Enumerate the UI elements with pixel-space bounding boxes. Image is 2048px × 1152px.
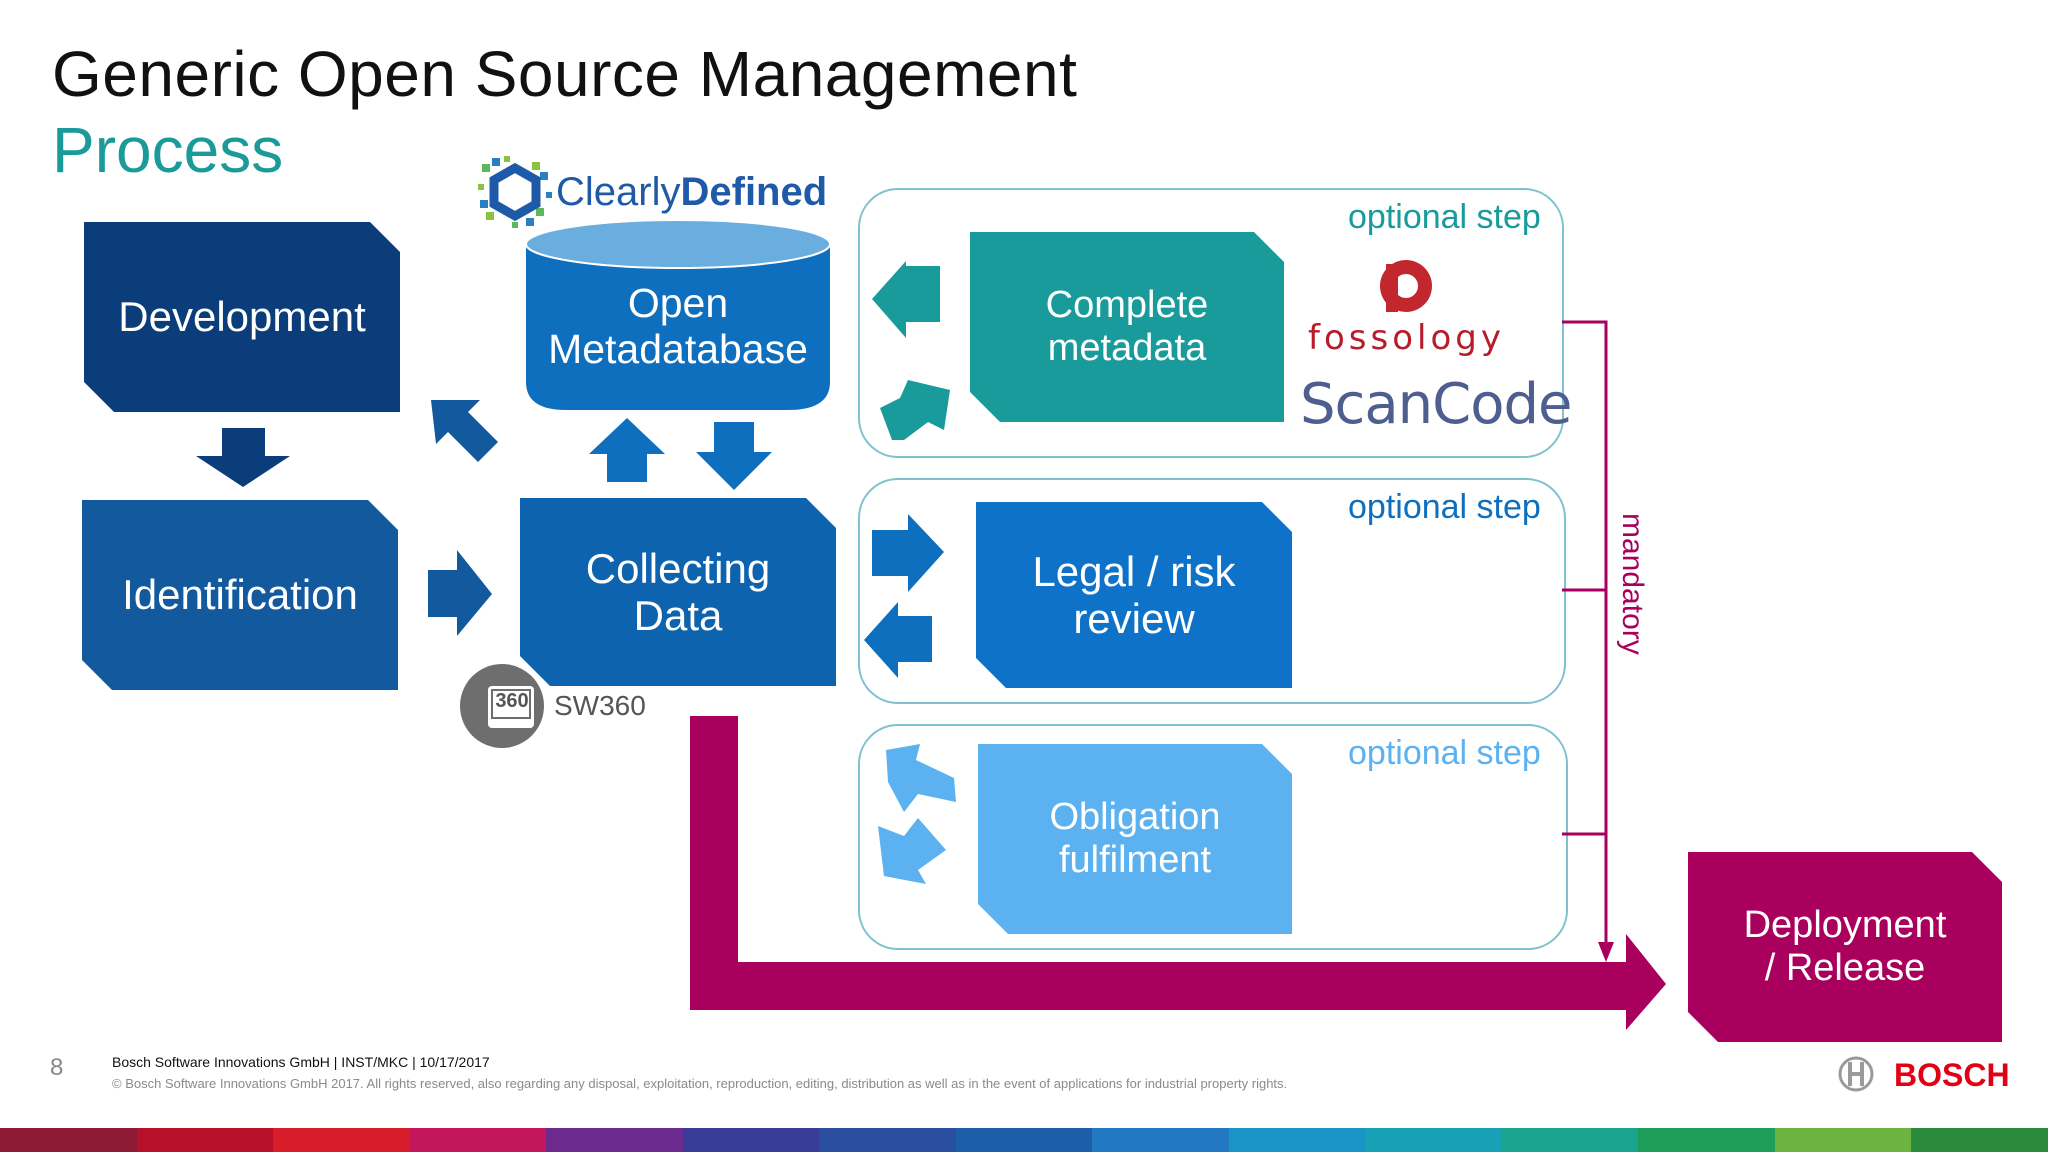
development-label: Development bbox=[118, 293, 366, 341]
sw360-icon bbox=[460, 664, 544, 748]
development-box: Development bbox=[84, 222, 400, 412]
arrow-legal-left bbox=[864, 602, 932, 678]
legal-review-box: Legal / risk review bbox=[976, 502, 1292, 688]
bosch-armature-icon bbox=[1838, 1056, 1874, 1092]
mandatory-label: mandatory bbox=[1616, 513, 1649, 655]
arrow-legal-right bbox=[872, 514, 944, 592]
complete-metadata-box: Complete metadata bbox=[970, 232, 1284, 422]
brand-color-stripe bbox=[0, 1128, 2048, 1152]
arrow-obligation-down-right bbox=[886, 744, 956, 812]
fossology-icon bbox=[1380, 260, 1432, 312]
footer-company: Bosch Software Innovations GmbH | INST/M… bbox=[112, 1054, 490, 1070]
collecting-data-box: Collecting Data bbox=[520, 498, 836, 686]
sw360-text: SW360 bbox=[554, 690, 646, 721]
mandatory-arrowhead bbox=[1598, 942, 1614, 962]
arrow-metadata-left bbox=[872, 261, 940, 338]
arrow-collect-to-dev bbox=[431, 400, 498, 462]
page-subtitle: Process bbox=[52, 114, 284, 186]
arrow-collect-to-db bbox=[589, 418, 665, 482]
sw360-badge: 360 bbox=[495, 690, 529, 712]
footer-copyright: © Bosch Software Innovations GmbH 2017. … bbox=[112, 1076, 1288, 1091]
arrow-metadata-up-right bbox=[880, 380, 950, 440]
optional-step-label-1: optional step bbox=[1348, 198, 1541, 236]
deployment-release-box: Deployment / Release bbox=[1688, 852, 2002, 1042]
fossology-logo: fossology bbox=[1300, 254, 1510, 364]
main-process-arrow bbox=[690, 716, 1666, 1030]
bosch-logo: BOSCH bbox=[1838, 1054, 2010, 1094]
page-title: Generic Open Source Management bbox=[52, 38, 1078, 110]
open-metadatabase-label: Open Metadatabase bbox=[548, 280, 808, 372]
database-cylinder bbox=[526, 244, 830, 410]
identification-box: Identification bbox=[82, 500, 398, 690]
mandatory-bracket bbox=[1562, 320, 1608, 942]
arrow-db-to-collect bbox=[696, 422, 772, 490]
scancode-logo: ScanCode bbox=[1300, 372, 1573, 437]
obligation-fulfilment-box: Obligation fulfilment bbox=[978, 744, 1292, 934]
arrow-ident-to-collect bbox=[428, 550, 492, 636]
optional-step-label-3: optional step bbox=[1348, 734, 1541, 772]
arrow-dev-to-ident bbox=[196, 428, 290, 487]
page-number: 8 bbox=[50, 1054, 64, 1081]
identification-label: Identification bbox=[122, 571, 358, 619]
arrow-obligation-up-left bbox=[878, 818, 946, 884]
sw360-logo: 360 SW360 bbox=[458, 664, 658, 748]
clearlydefined-icon bbox=[478, 156, 552, 228]
optional-step-label-2: optional step bbox=[1348, 488, 1541, 526]
clearlydefined-logo: ClearlyDefined bbox=[478, 156, 840, 230]
